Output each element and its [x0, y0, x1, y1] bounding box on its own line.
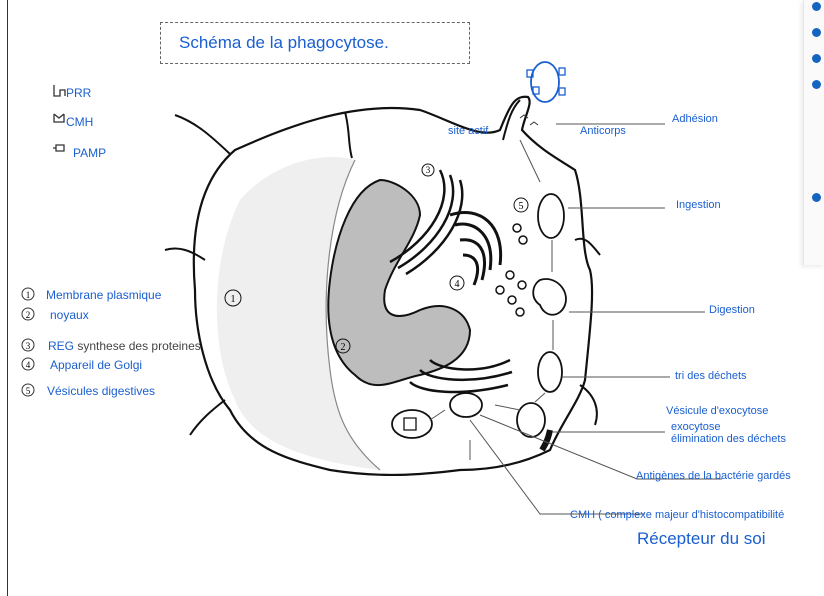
residual-body: [538, 352, 562, 392]
label-vesicule-exocytose: Vésicule d'exocytose: [666, 405, 768, 417]
phagosome: [538, 194, 564, 238]
small-vesicles: [496, 224, 527, 316]
label-ingestion: Ingestion: [676, 199, 721, 211]
cell-spike: [580, 385, 597, 425]
label-site-actif: site actif: [448, 125, 488, 137]
cell-number-1: 1: [231, 294, 236, 305]
cell-number-4: 4: [455, 279, 460, 290]
phagolysosome: [533, 279, 566, 315]
label-digestion: Digestion: [709, 304, 755, 316]
exocytosis-pore: [542, 430, 550, 450]
cell-number-3: 3: [426, 165, 431, 175]
bacterium: [531, 62, 559, 102]
cell-spike: [575, 239, 600, 255]
cell-spike: [175, 115, 230, 154]
cell-number-2: 2: [341, 342, 346, 353]
cell-spike: [345, 112, 352, 158]
label-exocytose: exocytose: [671, 421, 721, 433]
label-anticorps: Anticorps: [580, 125, 626, 137]
label-antigenes: Antigènes de la bactérie gardés: [636, 470, 791, 482]
exocytosis-vesicle: [450, 393, 482, 417]
antigen-vesicle: [392, 410, 432, 438]
label-tri: tri des déchets: [675, 370, 747, 382]
label-elimination: élimination des déchets: [671, 433, 786, 445]
label-adhesion: Adhésion: [672, 113, 718, 125]
cell-spike: [165, 248, 205, 260]
cell-spike: [190, 400, 225, 435]
golgi: [450, 212, 501, 285]
cell-number-5: 5: [519, 201, 524, 212]
leader-lines: [470, 124, 722, 514]
label-recepteur-du-soi: Récepteur du soi: [637, 529, 766, 549]
antigen-fragment: [404, 418, 416, 430]
label-cmh: CMH ( complexe majeur d'histocompatibili…: [570, 509, 784, 521]
